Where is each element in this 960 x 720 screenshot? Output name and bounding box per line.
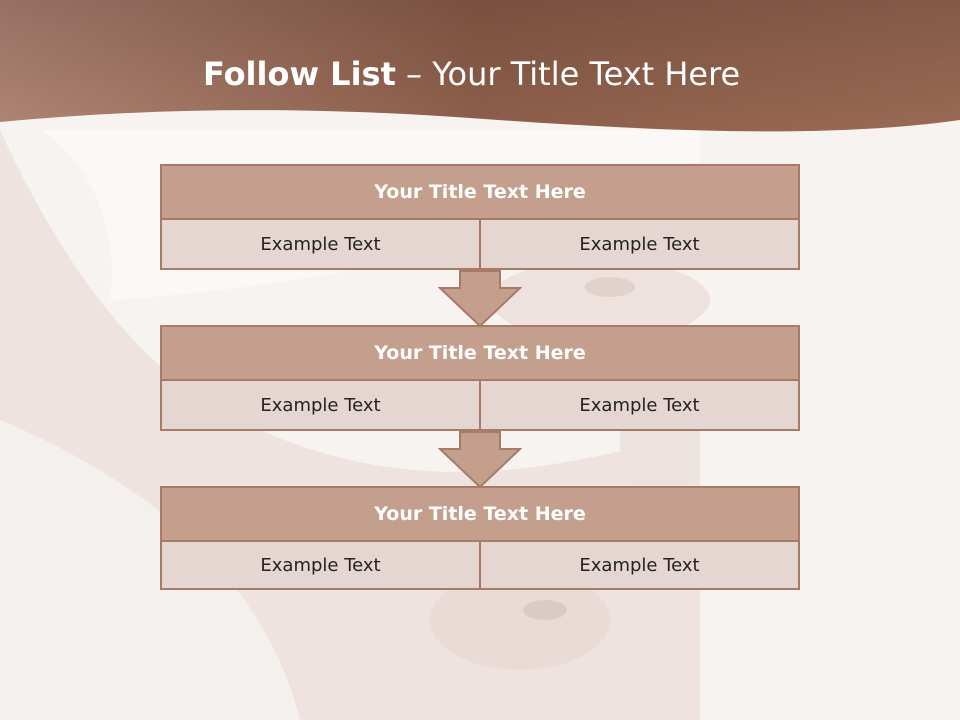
block-row: Example Text Example Text [160, 220, 800, 270]
block-cell-right: Example Text [480, 381, 800, 431]
block-title: Your Title Text Here [160, 164, 800, 220]
block-cell-left: Example Text [160, 381, 480, 431]
block-row: Example Text Example Text [160, 381, 800, 431]
block-cell-right: Example Text [480, 220, 800, 270]
block-cell-left: Example Text [160, 542, 480, 590]
list-block-2: Your Title Text Here Example Text Exampl… [160, 325, 800, 431]
block-row: Example Text Example Text [160, 542, 800, 590]
block-cell-left: Example Text [160, 220, 480, 270]
slide-title-bold: Follow List [203, 55, 396, 93]
list-block-1: Your Title Text Here Example Text Exampl… [160, 164, 800, 270]
down-arrow-icon [438, 431, 522, 489]
list-block-3: Your Title Text Here Example Text Exampl… [160, 486, 800, 590]
block-title: Your Title Text Here [160, 486, 800, 542]
slide-title: Follow List – Your Title Text Here [0, 52, 960, 96]
slide-title-rest: – Your Title Text Here [395, 55, 741, 93]
down-arrow-icon [438, 270, 522, 328]
block-cell-right: Example Text [480, 542, 800, 590]
block-title: Your Title Text Here [160, 325, 800, 381]
